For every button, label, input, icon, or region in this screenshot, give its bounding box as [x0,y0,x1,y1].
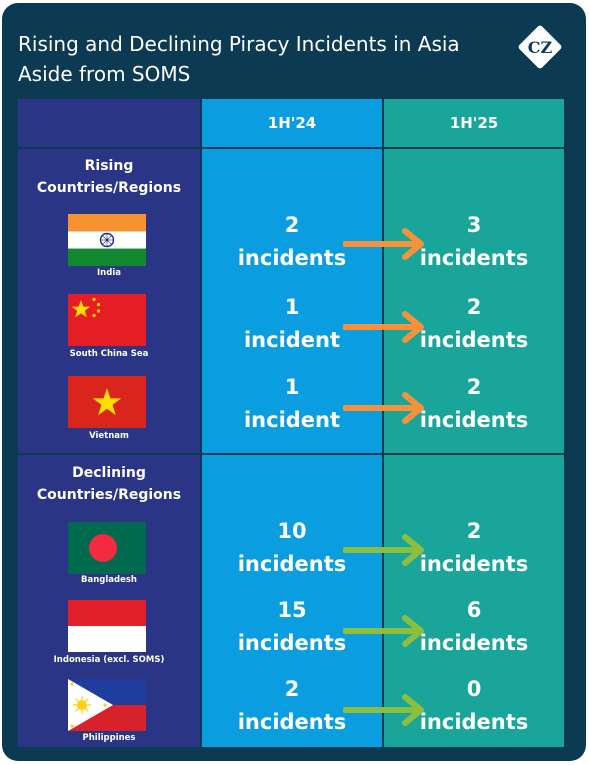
declining-section-label: Declining Countries/Regions [18,462,200,506]
header-corner [18,99,200,147]
value-scs-1h25-unit: incidents [419,328,529,352]
header-1h25-label: 1H'25 [449,114,499,132]
indonesia-flag-icon [68,600,146,652]
value-india-1h25-number: 3 [466,213,482,237]
value-vietnam-1h24: 1 incident [202,371,382,437]
value-india-1h24-number: 2 [284,213,300,237]
value-bangladesh-1h25-unit: incidents [419,552,529,576]
value-scs-1h24-unit: incident [243,328,341,352]
rising-1h24-panel [202,149,382,453]
value-scs-1h24: 1 incident [202,291,382,357]
value-india-1h25: 3 incidents [384,209,564,275]
value-bangladesh-1h24-number: 10 [277,519,307,543]
value-vietnam-1h24-unit: incident [243,408,341,432]
row-label-vietnam: Vietnam [89,431,129,441]
rising-arrow-icon [343,227,433,261]
row-label-philippines: Philippines [82,733,136,743]
value-philippines-1h24-number: 2 [284,677,300,701]
value-scs-1h24-number: 1 [284,295,300,319]
value-indonesia-1h24: 15 incidents [202,594,382,660]
declining-1h24-panel [202,455,382,747]
bangladesh-flag-icon [68,522,146,574]
india-flag-icon [68,214,146,266]
chart-title: Rising and Declining Piracy Incidents in… [18,32,460,86]
value-vietnam-1h25-number: 2 [466,375,482,399]
rising-label-line1: Rising [84,158,134,174]
value-india-1h24: 2 incidents [202,209,382,275]
philippines-flag-icon [68,679,146,731]
rising-section-label: Rising Countries/Regions [18,155,200,199]
value-india-1h25-unit: incidents [419,246,529,270]
header-1h24: 1H'24 [202,99,382,147]
value-indonesia-1h24-number: 15 [277,598,307,622]
value-bangladesh-1h24: 10 incidents [202,515,382,581]
value-philippines-1h25: 0 incidents [384,673,564,739]
value-bangladesh-1h25-number: 2 [466,519,482,543]
declining-label-line1: Declining [72,465,146,481]
cz-logo-text: CZ [527,37,553,57]
value-vietnam-1h24-number: 1 [284,375,300,399]
declining-arrow-icon [343,614,433,648]
value-philippines-1h24-unit: incidents [237,710,347,734]
value-philippines-1h24: 2 incidents [202,673,382,739]
row-label-indonesia: Indonesia (excl. SOMS) [53,655,165,665]
declining-1h25-panel [384,455,564,747]
value-scs-1h25: 2 incidents [384,291,564,357]
vietnam-flag-icon [68,376,146,428]
value-vietnam-1h25: 2 incidents [384,371,564,437]
rising-arrow-icon [343,310,433,344]
value-philippines-1h25-number: 0 [466,677,482,701]
value-india-1h24-unit: incidents [237,246,347,270]
infographic-card: Rising and Declining Piracy Incidents in… [2,3,586,761]
declining-arrow-icon [343,693,433,727]
value-vietnam-1h25-unit: incidents [419,408,529,432]
rising-arrow-icon [343,391,433,425]
row-label-bangladesh: Bangladesh [81,575,137,585]
value-indonesia-1h24-unit: incidents [237,631,347,655]
rising-label-line2: Countries/Regions [36,180,182,196]
china-flag-icon [68,294,146,346]
row-label-south-china-sea: South China Sea [69,349,149,359]
value-bangladesh-1h25: 2 incidents [384,515,564,581]
value-indonesia-1h25: 6 incidents [384,594,564,660]
row-label-india: India [97,268,121,278]
header-1h24-label: 1H'24 [267,114,317,132]
declining-label-line2: Countries/Regions [36,487,182,503]
header-1h25: 1H'25 [384,99,564,147]
value-indonesia-1h25-unit: incidents [419,631,529,655]
value-indonesia-1h25-number: 6 [466,598,482,622]
incident-table: 1H'24 1H'25 Rising Countries/Regions Dec… [18,99,564,747]
declining-arrow-icon [343,533,433,567]
value-bangladesh-1h24-unit: incidents [237,552,347,576]
value-scs-1h25-number: 2 [466,295,482,319]
value-philippines-1h25-unit: incidents [419,710,529,734]
